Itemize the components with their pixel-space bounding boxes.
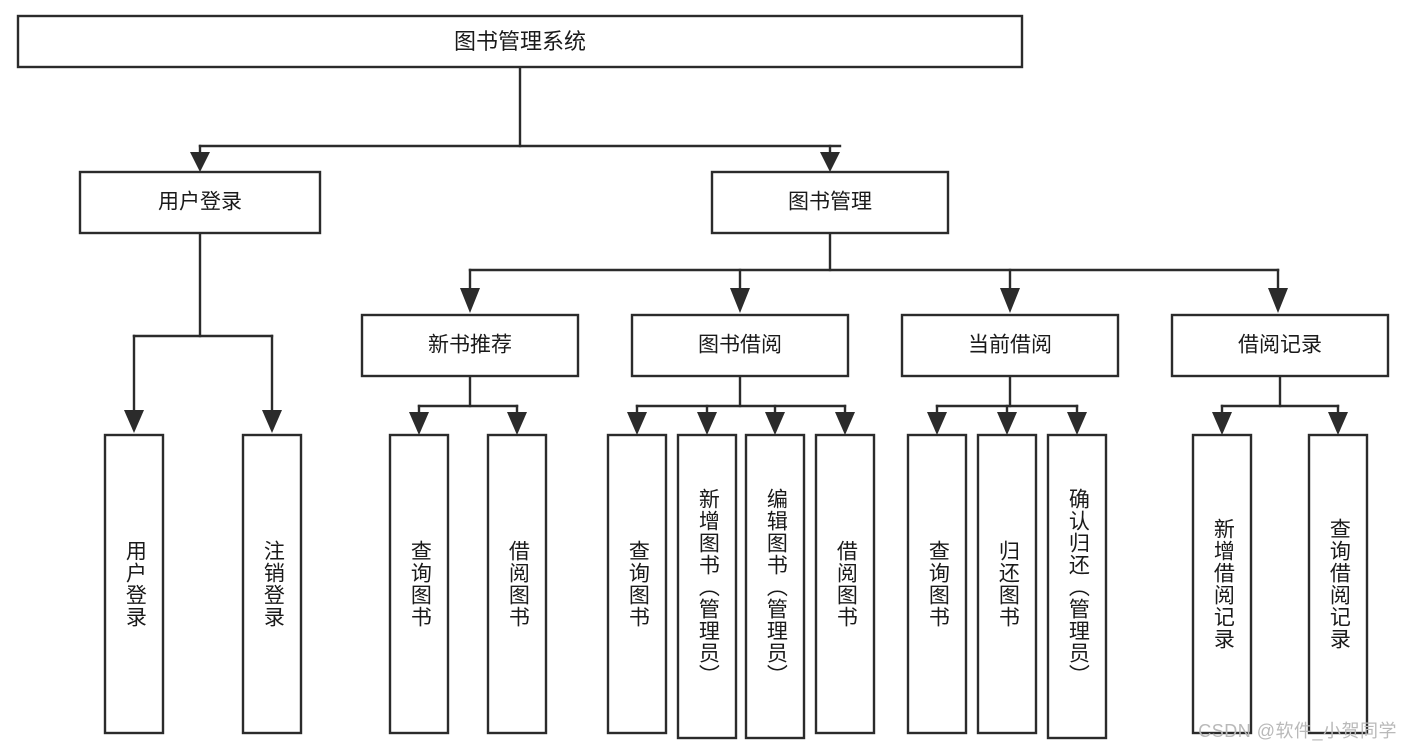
leaf-box-newbook-1[interactable] bbox=[388, 433, 450, 735]
leaf-box-user-login-2[interactable] bbox=[241, 433, 303, 735]
leaf-box-borrowrecord-1[interactable] bbox=[1191, 433, 1253, 735]
arrow-leaf-cb-1 bbox=[927, 412, 947, 435]
node-book-borrow-label: 图书借阅 bbox=[698, 334, 782, 357]
node-book-manage-label: 图书管理 bbox=[788, 191, 872, 214]
arrow-leaf-bb-1 bbox=[627, 412, 647, 435]
node-current-borrow-box[interactable] bbox=[900, 313, 1120, 378]
arrow-leaf-bb-3 bbox=[765, 412, 785, 435]
connector-group-new-book bbox=[409, 374, 527, 435]
leaf-box-borrowrecord-2[interactable] bbox=[1307, 433, 1369, 735]
arrow-leaf-newbook-2 bbox=[507, 412, 527, 435]
connector-group-book-borrow bbox=[627, 374, 855, 435]
leaf-box-currentborrow-1[interactable] bbox=[906, 433, 968, 735]
arrow-leaf-user-login-2 bbox=[262, 410, 282, 433]
connector-group-borrow-record bbox=[1212, 374, 1348, 435]
leaf-box-user-login-1[interactable] bbox=[103, 433, 165, 735]
node-borrow-record-label: 借阅记录 bbox=[1238, 334, 1322, 357]
connector-group-root bbox=[190, 65, 842, 172]
connector-group-user-login bbox=[124, 231, 282, 433]
leaf-box-bookborrow-3[interactable] bbox=[744, 433, 806, 740]
arrow-to-new-book bbox=[460, 288, 480, 313]
arrow-to-user-login bbox=[190, 152, 210, 172]
node-new-book-box[interactable] bbox=[360, 313, 580, 378]
arrow-leaf-br-1 bbox=[1212, 412, 1232, 435]
arrow-leaf-br-2 bbox=[1328, 412, 1348, 435]
connector-group-current-borrow bbox=[927, 374, 1087, 435]
node-user-login-label: 用户登录 bbox=[158, 191, 242, 214]
node-new-book-label: 新书推荐 bbox=[428, 334, 512, 357]
arrow-leaf-bb-2 bbox=[697, 412, 717, 435]
arrow-to-borrow-record bbox=[1268, 288, 1288, 313]
node-borrow-record-box[interactable] bbox=[1170, 313, 1390, 378]
arrow-to-book-borrow bbox=[730, 288, 750, 313]
node-root-label: 图书管理系统 bbox=[454, 29, 586, 54]
leaf-box-currentborrow-2[interactable] bbox=[976, 433, 1038, 735]
arrow-leaf-bb-4 bbox=[835, 412, 855, 435]
node-book-borrow-box[interactable] bbox=[630, 313, 850, 378]
arrow-to-book-manage bbox=[820, 152, 840, 172]
node-book-manage-box[interactable] bbox=[710, 170, 950, 235]
arrow-leaf-cb-2 bbox=[997, 412, 1017, 435]
arrow-to-current-borrow bbox=[1000, 288, 1020, 313]
arrow-leaf-user-login-1 bbox=[124, 410, 144, 433]
connector-group-book-manage bbox=[460, 231, 1288, 313]
node-user-login-box[interactable] bbox=[78, 170, 322, 235]
leaf-box-bookborrow-2[interactable] bbox=[676, 433, 738, 740]
leaf-box-bookborrow-4[interactable] bbox=[814, 433, 876, 735]
node-current-borrow-label: 当前借阅 bbox=[968, 334, 1052, 357]
arrow-leaf-cb-3 bbox=[1067, 412, 1087, 435]
leaf-box-bookborrow-1[interactable] bbox=[606, 433, 668, 735]
arrow-leaf-newbook-1 bbox=[409, 412, 429, 435]
watermark-label: CSDN @软件_小贺同学 bbox=[1198, 721, 1397, 741]
leaf-box-currentborrow-3[interactable] bbox=[1046, 433, 1108, 740]
node-root-box[interactable] bbox=[16, 14, 1024, 69]
leaf-box-newbook-2[interactable] bbox=[486, 433, 548, 735]
